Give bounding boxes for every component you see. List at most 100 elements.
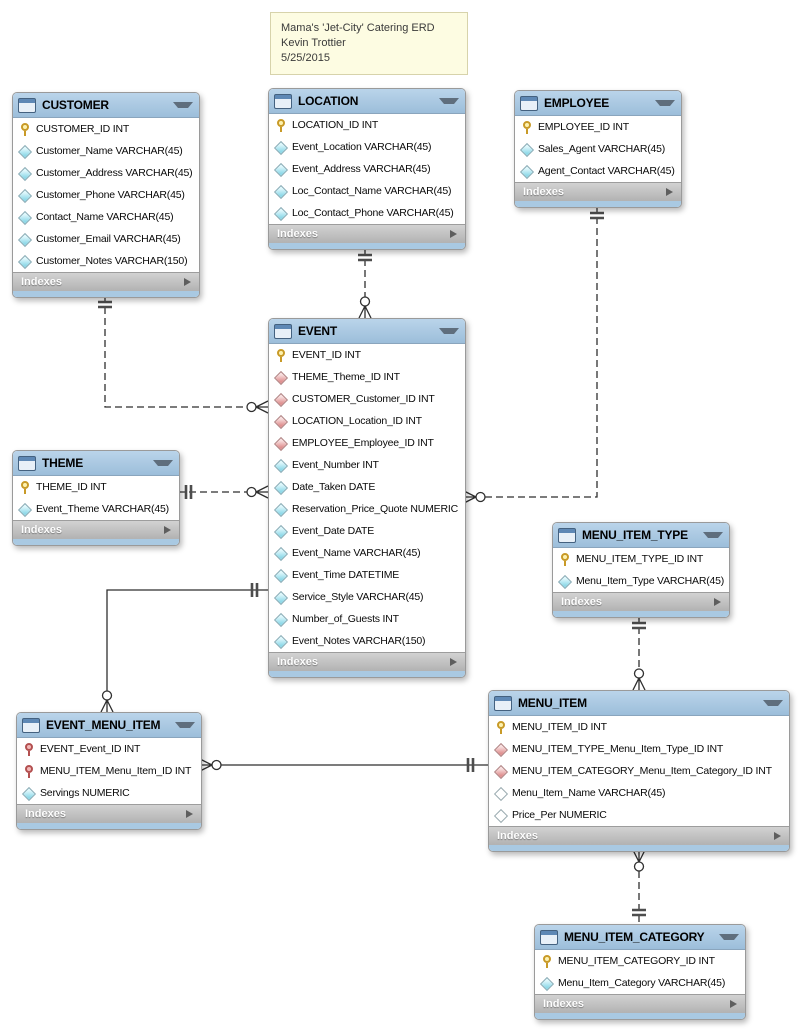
indexes-bar[interactable]: Indexes — [489, 826, 789, 845]
column-row[interactable]: THEME_ID INT — [13, 476, 179, 498]
column-row[interactable]: Servings NUMERIC — [17, 782, 201, 804]
column-row[interactable]: LOCATION_Location_ID INT — [269, 410, 465, 432]
indexes-bar[interactable]: Indexes — [515, 182, 681, 201]
column-row[interactable]: Event_Theme VARCHAR(45) — [13, 498, 179, 520]
column-row[interactable]: Event_Address VARCHAR(45) — [269, 158, 465, 180]
column-row[interactable]: Event_Location VARCHAR(45) — [269, 136, 465, 158]
expand-arrow-icon[interactable] — [774, 832, 781, 840]
primary-key-icon — [18, 480, 31, 494]
rel-location-event[interactable] — [358, 248, 372, 319]
rel-menuitemtype-menuitem[interactable] — [632, 616, 646, 691]
rel-customer-event[interactable] — [98, 296, 269, 414]
column-row[interactable]: Event_Name VARCHAR(45) — [269, 542, 465, 564]
rel-employee-event[interactable] — [463, 206, 604, 504]
column-row[interactable]: EMPLOYEE_ID INT — [515, 116, 681, 138]
table-header[interactable]: LOCATION — [269, 89, 465, 114]
column-row[interactable]: Service_Style VARCHAR(45) — [269, 586, 465, 608]
column-row[interactable]: MENU_ITEM_TYPE_ID INT — [553, 548, 729, 570]
diagram-note[interactable]: Mama's 'Jet-City' Catering ERD Kevin Tro… — [270, 12, 468, 75]
expand-arrow-icon[interactable] — [714, 598, 721, 606]
indexes-bar[interactable]: Indexes — [553, 592, 729, 611]
column-row[interactable]: CUSTOMER_ID INT — [13, 118, 199, 140]
indexes-bar[interactable]: Indexes — [13, 520, 179, 539]
column-label: EMPLOYEE_Employee_ID INT — [292, 437, 434, 449]
table-menu-item-category[interactable]: MENU_ITEM_CATEGORY MENU_ITEM_CATEGORY_ID… — [534, 924, 746, 1020]
column-row[interactable]: MENU_ITEM_CATEGORY_ID INT — [535, 950, 745, 972]
expand-arrow-icon[interactable] — [186, 810, 193, 818]
collapse-arrow-icon[interactable] — [175, 722, 195, 728]
column-row[interactable]: Event_Time DATETIME — [269, 564, 465, 586]
column-row[interactable]: Customer_Notes VARCHAR(150) — [13, 250, 199, 272]
collapse-arrow-icon[interactable] — [655, 100, 675, 106]
column-row[interactable]: Sales_Agent VARCHAR(45) — [515, 138, 681, 160]
collapse-arrow-icon[interactable] — [439, 98, 459, 104]
collapse-arrow-icon[interactable] — [153, 460, 173, 466]
column-row[interactable]: Number_of_Guests INT — [269, 608, 465, 630]
collapse-arrow-icon[interactable] — [763, 700, 783, 706]
collapse-arrow-icon[interactable] — [719, 934, 739, 940]
column-row[interactable]: Loc_Contact_Name VARCHAR(45) — [269, 180, 465, 202]
column-row[interactable]: THEME_Theme_ID INT — [269, 366, 465, 388]
column-row[interactable]: EMPLOYEE_Employee_ID INT — [269, 432, 465, 454]
indexes-bar[interactable]: Indexes — [535, 994, 745, 1013]
table-header[interactable]: THEME — [13, 451, 179, 476]
rel-event-eventmenuitem[interactable] — [100, 583, 268, 713]
indexes-bar[interactable]: Indexes — [269, 224, 465, 243]
column-row[interactable]: Event_Date DATE — [269, 520, 465, 542]
rel-menuitemcategory-menuitem[interactable] — [632, 849, 646, 924]
column-row[interactable]: MENU_ITEM_CATEGORY_Menu_Item_Category_ID… — [489, 760, 789, 782]
rel-menuitem-eventmenuitem[interactable] — [199, 758, 488, 772]
expand-arrow-icon[interactable] — [450, 658, 457, 666]
indexes-bar[interactable]: Indexes — [269, 652, 465, 671]
column-row[interactable]: Event_Number INT — [269, 454, 465, 476]
collapse-arrow-icon[interactable] — [173, 102, 193, 108]
expand-arrow-icon[interactable] — [184, 278, 191, 286]
column-row[interactable]: Menu_Item_Name VARCHAR(45) — [489, 782, 789, 804]
column-row[interactable]: Customer_Phone VARCHAR(45) — [13, 184, 199, 206]
collapse-arrow-icon[interactable] — [703, 532, 723, 538]
column-row[interactable]: Menu_Item_Category VARCHAR(45) — [535, 972, 745, 994]
rel-theme-event[interactable] — [178, 485, 269, 499]
collapse-arrow-icon[interactable] — [439, 328, 459, 334]
indexes-bar[interactable]: Indexes — [13, 272, 199, 291]
expand-arrow-icon[interactable] — [666, 188, 673, 196]
column-row[interactable]: Customer_Address VARCHAR(45) — [13, 162, 199, 184]
column-row[interactable]: EVENT_ID INT — [269, 344, 465, 366]
table-header[interactable]: MENU_ITEM_TYPE — [553, 523, 729, 548]
table-header[interactable]: EVENT_MENU_ITEM — [17, 713, 201, 738]
column-row[interactable]: EVENT_Event_ID INT — [17, 738, 201, 760]
column-row[interactable]: Agent_Contact VARCHAR(45) — [515, 160, 681, 182]
column-row[interactable]: Contact_Name VARCHAR(45) — [13, 206, 199, 228]
column-row[interactable]: Customer_Email VARCHAR(45) — [13, 228, 199, 250]
column-row[interactable]: Price_Per NUMERIC — [489, 804, 789, 826]
column-row[interactable]: Date_Taken DATE — [269, 476, 465, 498]
table-header[interactable]: EVENT — [269, 319, 465, 344]
expand-arrow-icon[interactable] — [164, 526, 171, 534]
table-header[interactable]: CUSTOMER — [13, 93, 199, 118]
column-row[interactable]: Loc_Contact_Phone VARCHAR(45) — [269, 202, 465, 224]
expand-arrow-icon[interactable] — [450, 230, 457, 238]
table-header[interactable]: EMPLOYEE — [515, 91, 681, 116]
column-row[interactable]: Customer_Name VARCHAR(45) — [13, 140, 199, 162]
indexes-bar[interactable]: Indexes — [17, 804, 201, 823]
indexes-label: Indexes — [543, 998, 584, 1010]
table-header[interactable]: MENU_ITEM — [489, 691, 789, 716]
column-row[interactable]: LOCATION_ID INT — [269, 114, 465, 136]
column-row[interactable]: MENU_ITEM_Menu_Item_ID INT — [17, 760, 201, 782]
column-row[interactable]: Menu_Item_Type VARCHAR(45) — [553, 570, 729, 592]
column-row[interactable]: Reservation_Price_Quote NUMERIC — [269, 498, 465, 520]
column-row[interactable]: MENU_ITEM_ID INT — [489, 716, 789, 738]
expand-arrow-icon[interactable] — [730, 1000, 737, 1008]
column-row[interactable]: MENU_ITEM_TYPE_Menu_Item_Type_ID INT — [489, 738, 789, 760]
table-header[interactable]: MENU_ITEM_CATEGORY — [535, 925, 745, 950]
column-row[interactable]: Event_Notes VARCHAR(150) — [269, 630, 465, 652]
column-row[interactable]: CUSTOMER_Customer_ID INT — [269, 388, 465, 410]
